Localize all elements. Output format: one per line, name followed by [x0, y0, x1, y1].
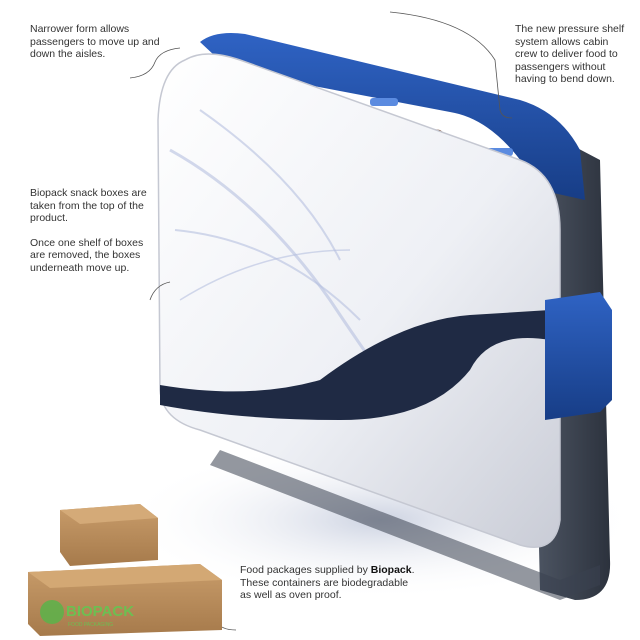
- annotation-food-packages: Food packages supplied by Biopack. These…: [240, 564, 420, 602]
- trolley-base: [210, 450, 600, 600]
- small-kraft-box-lid: [60, 504, 158, 524]
- biopack-logo-mark: [40, 600, 64, 624]
- biopack-logo-text: BIOPACK: [66, 603, 134, 620]
- large-kraft-box-lid: [28, 564, 222, 588]
- food-packages-pre: Food packages supplied by: [240, 564, 371, 576]
- food-packages-brand: Biopack: [370, 564, 412, 576]
- tray-clip: [370, 98, 398, 106]
- annotation-food-packages-text: Food packages supplied by Biopack. These…: [240, 564, 420, 602]
- annotation-pressure-shelf: The new pressure shelf system allows cab…: [515, 23, 625, 86]
- food-packages-post: . These containers are biodegradable as …: [240, 564, 415, 601]
- trolley-wrap-band: [160, 310, 550, 420]
- annotation-narrow-form-text: Narrower form allows passengers to move …: [30, 23, 160, 60]
- biopack-logo-tagline: FOOD PACKAGING: [68, 622, 113, 628]
- annotation-snack-boxes: Biopack snack boxes are taken from the t…: [30, 187, 160, 274]
- annotation-pressure-shelf-text: The new pressure shelf system allows cab…: [515, 23, 625, 85]
- biopack-boxes: [28, 504, 222, 636]
- annotation-narrow-form: Narrower form allows passengers to move …: [30, 23, 160, 61]
- annotation-snack-boxes-text-2: Once one shelf of boxes are removed, the…: [30, 236, 144, 274]
- annotation-snack-boxes-text-1: Biopack snack boxes are taken from the t…: [30, 187, 147, 224]
- trolley-handle-block: [545, 292, 612, 420]
- trolley-main-body: [157, 53, 561, 548]
- trolley-top-tray: [200, 33, 585, 200]
